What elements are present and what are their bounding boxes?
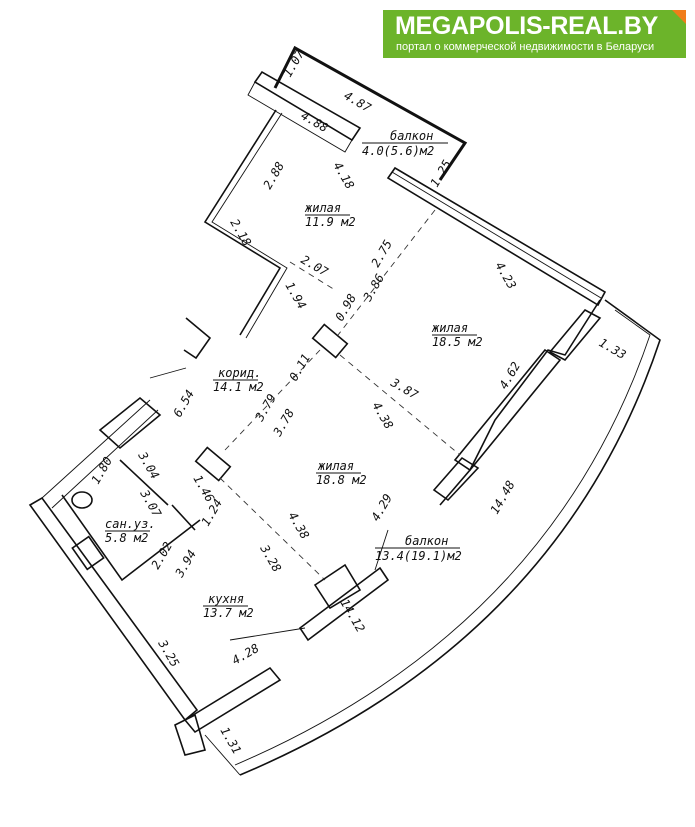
window bbox=[298, 566, 390, 642]
wall bbox=[439, 299, 601, 506]
dimension-label: 4.87 bbox=[342, 88, 375, 115]
logo-subtitle: портал о коммерческой недвижимости в Бел… bbox=[396, 41, 655, 53]
dimension-label: 6.54 bbox=[170, 387, 197, 419]
dimension-label: 2.18 bbox=[227, 217, 254, 249]
sink-icon bbox=[71, 535, 105, 571]
wall bbox=[171, 504, 196, 531]
wall-band bbox=[28, 496, 199, 722]
dimension-label: 4.23 bbox=[492, 260, 519, 292]
dimension-label: 2.02 bbox=[148, 539, 175, 571]
room-label-corridor: корид.14.1 м2 bbox=[213, 366, 264, 394]
room-label-bathroom: сан.уз.5.8 м2 bbox=[105, 517, 156, 545]
dimension-label: 0.98 bbox=[332, 291, 359, 323]
wall bbox=[61, 494, 201, 582]
beam-line bbox=[337, 209, 436, 336]
svg-text:18.8 м2: 18.8 м2 bbox=[316, 473, 367, 487]
beam-line bbox=[339, 354, 461, 456]
svg-text:5.8 м2: 5.8 м2 bbox=[105, 531, 148, 545]
dimension-label: 2.75 bbox=[368, 237, 395, 269]
dimension-label: 3.79 bbox=[252, 391, 279, 424]
dimension-label: 3.78 bbox=[270, 406, 297, 439]
dimension-label: 14.48 bbox=[487, 478, 517, 516]
wall bbox=[119, 459, 169, 506]
svg-text:11.9 м2: 11.9 м2 bbox=[305, 215, 356, 229]
dimension-label: 1.94 bbox=[282, 280, 309, 312]
leader-line bbox=[374, 529, 389, 571]
dimension-label: 1.31 bbox=[217, 725, 244, 757]
dimension-label: 3.04 bbox=[135, 449, 162, 482]
wall bbox=[391, 171, 602, 299]
svg-text:сан.уз.: сан.уз. bbox=[105, 517, 156, 531]
dimension-label: 2.07 bbox=[299, 252, 332, 279]
wall bbox=[51, 409, 159, 509]
beam-line bbox=[224, 349, 321, 451]
svg-text:13.4(19.1)м2: 13.4(19.1)м2 bbox=[375, 549, 462, 563]
balcony-curve bbox=[234, 309, 651, 766]
site-logo-banner[interactable]: MEGAPOLIS-REAL.BY портал о коммерческой … bbox=[383, 10, 686, 58]
svg-text:14.1 м2: 14.1 м2 bbox=[213, 380, 264, 394]
shaft bbox=[98, 396, 162, 450]
dimension-label: 0.11 bbox=[286, 351, 313, 383]
wall-band bbox=[183, 666, 282, 734]
dimension-label: 2.88 bbox=[260, 159, 287, 191]
dimension-label: 1.33 bbox=[597, 335, 629, 362]
svg-text:балкон: балкон bbox=[405, 534, 448, 548]
window bbox=[548, 308, 602, 362]
dimension-label: 3.25 bbox=[155, 637, 182, 670]
beam-line bbox=[219, 477, 326, 581]
beam-line bbox=[289, 261, 336, 291]
svg-text:жилая: жилая bbox=[304, 201, 341, 215]
wall bbox=[203, 109, 282, 336]
dimension-label: 4.28 bbox=[230, 641, 262, 668]
svg-text:балкон: балкон bbox=[390, 129, 433, 143]
dimension-label: 4.29 bbox=[368, 491, 395, 523]
dimension-label: 3.86 bbox=[360, 271, 387, 304]
logo-corner-accent bbox=[672, 10, 686, 24]
wall bbox=[204, 734, 241, 776]
dimension-label: 4.18 bbox=[330, 160, 357, 192]
dimension-label: 1.24 bbox=[198, 496, 225, 528]
dimension-label: 4.62 bbox=[496, 359, 523, 391]
svg-text:жилая: жилая bbox=[431, 321, 468, 335]
dimension-label: 4.38 bbox=[285, 510, 312, 542]
wall bbox=[211, 112, 288, 339]
dimension-label: 4.88 bbox=[299, 108, 331, 135]
wall-band bbox=[386, 166, 607, 307]
balcony-small-wall bbox=[273, 45, 468, 181]
balcony-curve bbox=[239, 299, 661, 776]
column bbox=[311, 323, 349, 359]
wall-column bbox=[432, 456, 480, 502]
dimension-label: 4.38 bbox=[369, 400, 396, 432]
dimension-label: 14.12 bbox=[337, 597, 367, 635]
logo-title: MEGAPOLIS-REAL.BY bbox=[395, 12, 658, 40]
dimension-label: 1.25 bbox=[427, 157, 454, 189]
dimension-label: 3.07 bbox=[137, 487, 164, 521]
dimension-label: 3.94 bbox=[172, 547, 199, 580]
dimension-label: 3.28 bbox=[257, 542, 284, 575]
leader-line bbox=[229, 627, 306, 641]
toilet-icon bbox=[71, 491, 93, 509]
svg-text:кухня: кухня bbox=[208, 592, 244, 606]
column bbox=[194, 446, 232, 482]
window bbox=[453, 348, 562, 472]
wall-column bbox=[174, 713, 206, 756]
svg-text:корид.: корид. bbox=[218, 366, 261, 380]
svg-text:13.7 м2: 13.7 м2 bbox=[203, 606, 254, 620]
wall-band bbox=[247, 81, 353, 153]
svg-text:4.0(5.6)м2: 4.0(5.6)м2 bbox=[362, 144, 434, 158]
svg-text:18.5 м2: 18.5 м2 bbox=[432, 335, 483, 349]
svg-text:жилая: жилая bbox=[317, 459, 354, 473]
leader-line bbox=[149, 367, 187, 379]
wall-column bbox=[313, 563, 362, 610]
wall bbox=[183, 317, 212, 360]
wall bbox=[41, 399, 151, 499]
